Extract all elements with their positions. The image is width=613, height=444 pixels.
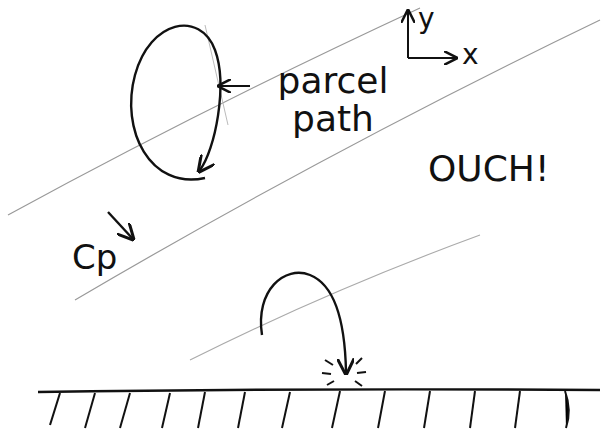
y-axis-arrow bbox=[407, 12, 409, 58]
axis-label: x bbox=[462, 40, 479, 69]
impact-marks bbox=[322, 358, 366, 386]
crest-line bbox=[75, 20, 600, 300]
x-axis-arrow bbox=[408, 57, 455, 59]
crest-line bbox=[190, 235, 480, 360]
leader-arrow bbox=[220, 85, 250, 87]
parcel-loop bbox=[261, 273, 346, 372]
exclamation-text: OUCH! bbox=[428, 150, 549, 188]
phase-speed-arrow bbox=[108, 212, 132, 238]
parcel-loop bbox=[131, 26, 220, 180]
axis-label: y bbox=[418, 4, 435, 33]
callout-text: parcel path bbox=[258, 62, 408, 138]
crest-line bbox=[8, 8, 420, 215]
ground-line bbox=[38, 389, 600, 392]
symbol-label: Cp bbox=[72, 240, 117, 276]
ground-hatch bbox=[50, 391, 569, 428]
